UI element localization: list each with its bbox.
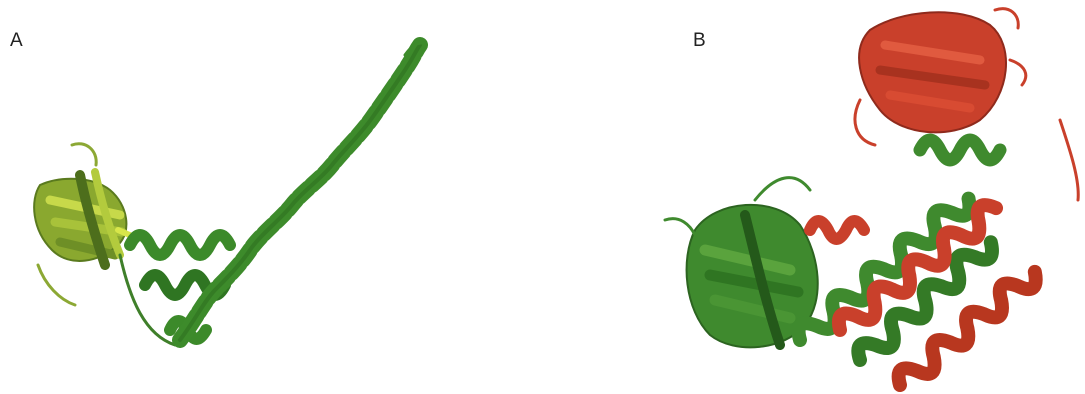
protein-structure-b <box>540 0 1085 394</box>
red-domain-top-b <box>855 9 1026 145</box>
panel-b: B <box>540 0 1085 394</box>
protein-structure-a <box>0 0 540 394</box>
long-alpha-helix-a <box>180 43 425 340</box>
panel-a: A <box>0 0 540 394</box>
